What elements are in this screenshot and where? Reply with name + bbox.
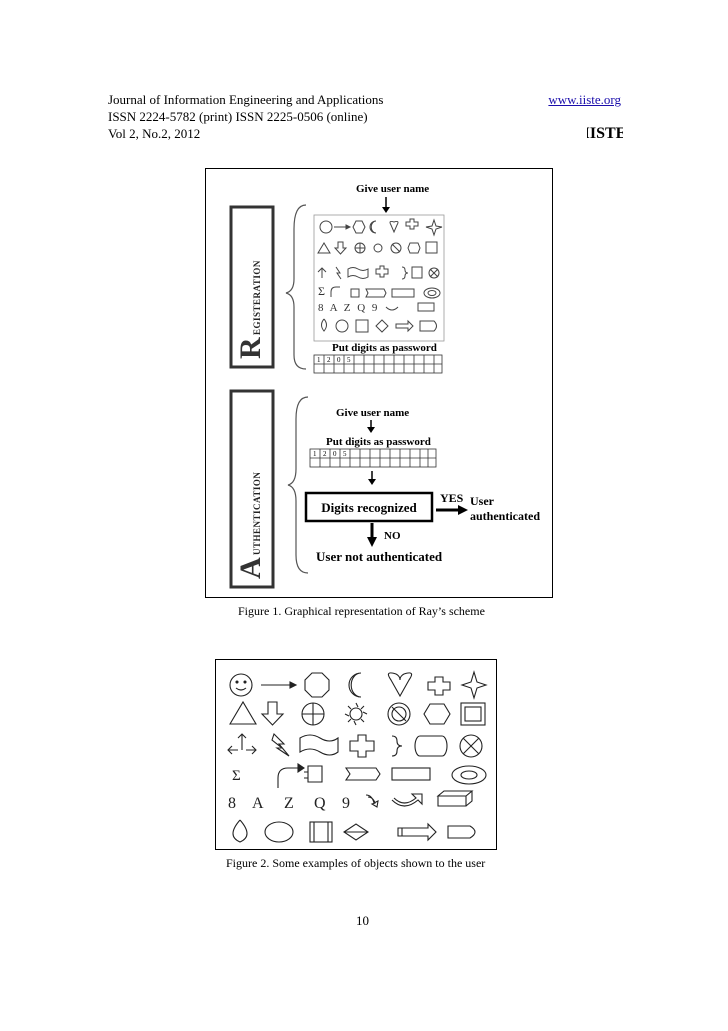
reg-title: Give user name — [356, 183, 429, 195]
fig2-char-a: A — [252, 795, 264, 812]
reg-password-label: Put digits as password — [332, 342, 437, 354]
yes-label: YES — [440, 491, 464, 505]
auth-digit-1: 1 — [313, 450, 317, 458]
user-authenticated-line2: authenticated — [470, 509, 540, 523]
user-authenticated-line1: User — [470, 494, 495, 508]
figure-2-caption: Figure 2. Some examples of objects shown… — [226, 856, 485, 871]
fig2-char-8: 8 — [228, 795, 236, 812]
reg-digit-1: 1 — [317, 356, 321, 364]
reg-chars: 8 A Z Q 9 — [318, 302, 379, 314]
figure-1-diagram: R EGISTERATION Give user name — [206, 169, 552, 597]
logo-text: IISTE — [587, 125, 623, 142]
reg-sigma: Σ — [318, 284, 325, 298]
issn-line: ISSN 2224-5782 (print) ISSN 2225-0506 (o… — [108, 109, 368, 125]
fig2-char-z: Z — [284, 795, 294, 812]
authentication-label: UTHENTICATION — [252, 472, 262, 555]
fig2-char-9: 9 — [342, 795, 350, 812]
user-not-authenticated: User not authenticated — [316, 549, 443, 564]
auth-digit-3: 0 — [333, 450, 337, 458]
registration-initial: R — [234, 337, 267, 359]
auth-title: Give user name — [336, 407, 409, 419]
reg-digit-3: 0 — [337, 356, 341, 364]
figure-2-symbols: Σ 8 A Z Q 9 — [216, 660, 496, 849]
authentication-initial: A — [234, 557, 267, 579]
iiste-logo: IISTE — [587, 114, 623, 144]
reg-digit-2: 2 — [327, 356, 331, 364]
no-label: NO — [384, 530, 401, 542]
page-number: 10 — [356, 913, 369, 929]
auth-digit-2: 2 — [323, 450, 327, 458]
fig2-sigma: Σ — [232, 768, 241, 784]
digits-recognized-box: Digits recognized — [321, 500, 417, 515]
volume-line: Vol 2, No.2, 2012 — [108, 126, 200, 142]
reg-digit-4: 5 — [347, 356, 351, 364]
journal-title: Journal of Information Engineering and A… — [108, 92, 383, 108]
journal-url-link[interactable]: www.iiste.org — [548, 92, 621, 108]
fig2-char-q: Q — [314, 795, 326, 812]
auth-password-label: Put digits as password — [326, 436, 431, 448]
figure-1: R EGISTERATION Give user name — [205, 168, 553, 598]
registration-label: EGISTERATION — [252, 260, 262, 335]
figure-1-caption: Figure 1. Graphical representation of Ra… — [238, 604, 485, 619]
figure-2: Σ 8 A Z Q 9 — [215, 659, 497, 850]
auth-digit-4: 5 — [343, 450, 347, 458]
